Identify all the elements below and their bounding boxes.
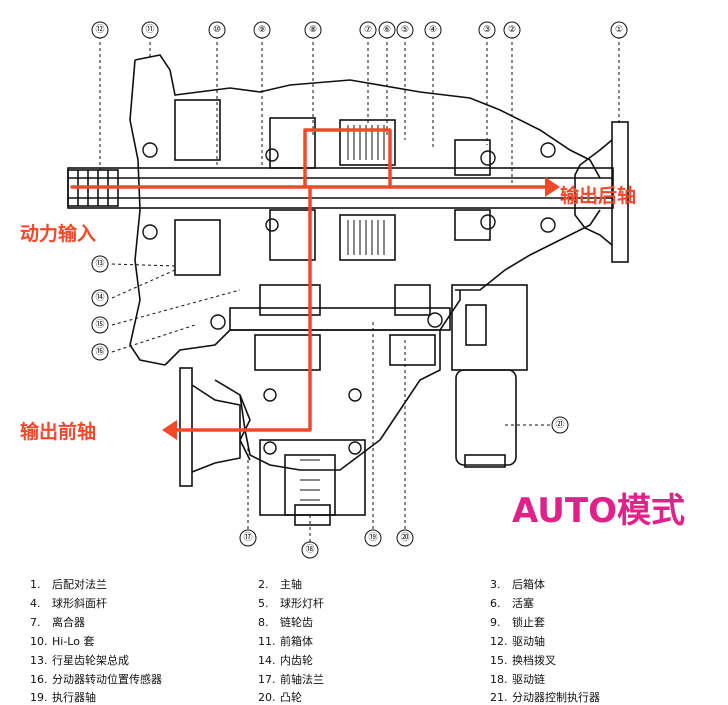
legend-item: 10.Hi-Lo 套 <box>30 635 95 648</box>
front-output-arrow <box>173 185 312 432</box>
legend-item: 21.分动器控制执行器 <box>490 691 600 704</box>
legend-item: 13.行星齿轮架总成 <box>30 654 129 667</box>
callout-17: ⑰ <box>239 529 257 547</box>
svg-text:⑥: ⑥ <box>383 25 391 35</box>
svg-text:⑩: ⑩ <box>213 25 221 35</box>
svg-text:⑭: ⑭ <box>95 292 104 303</box>
legend-item: 11.前箱体 <box>258 635 313 648</box>
callout-7: ⑦ <box>359 21 377 39</box>
svg-text:㉑: ㉑ <box>555 419 564 430</box>
parts-legend: 1.后配对法兰 2.主轴 3.后箱体 4.球形斜面杆 5.球形灯杆 6.活塞 7… <box>0 568 728 705</box>
callout-2: ② <box>503 21 521 39</box>
legend-item: 16.分动器转动位置传感器 <box>30 673 162 686</box>
callout-15: ⑮ <box>91 316 109 334</box>
svg-text:⑧: ⑧ <box>309 25 317 35</box>
callout-12: ⑫ <box>91 21 109 39</box>
svg-text:⑫: ⑫ <box>95 24 104 35</box>
rear-output-label: 输出后轴 <box>560 184 636 207</box>
callout-3: ③ <box>478 21 496 39</box>
svg-text:⑰: ⑰ <box>243 532 252 543</box>
clutch-path-arrow <box>303 128 392 189</box>
mode-label: AUTO模式 <box>512 491 685 531</box>
legend-item: 19.执行器轴 <box>30 691 96 704</box>
callout-5: ⑤ <box>396 21 414 39</box>
svg-text:⑨: ⑨ <box>258 25 266 35</box>
callout-1: ① <box>610 21 628 39</box>
front-arrowhead <box>162 420 177 440</box>
power-input-label: 动力输入 <box>20 222 96 245</box>
callout-20: ⑳ <box>396 529 414 547</box>
callout-8: ⑧ <box>304 21 322 39</box>
svg-text:⑲: ⑲ <box>368 532 377 543</box>
legend-item: 7.离合器 <box>30 616 85 629</box>
legend-item: 20.凸轮 <box>258 691 302 704</box>
legend-item: 1.后配对法兰 <box>30 578 107 591</box>
legend-item: 4.球形斜面杆 <box>30 597 107 610</box>
svg-text:⑪: ⑪ <box>145 24 154 35</box>
callout-6: ⑥ <box>378 21 396 39</box>
rear-arrowhead <box>545 177 560 197</box>
callout-14: ⑭ <box>91 289 109 307</box>
legend-item: 9.锁止套 <box>490 616 545 629</box>
svg-text:⑳: ⑳ <box>400 532 409 543</box>
callout-19: ⑲ <box>364 529 382 547</box>
legend-item: 12.驱动轴 <box>490 635 545 648</box>
callout-4: ④ <box>424 21 442 39</box>
callout-10: ⑩ <box>208 21 226 39</box>
legend-item: 8.链轮齿 <box>258 616 313 629</box>
legend-item: 5.球形灯杆 <box>258 597 324 610</box>
main-shaft <box>67 167 614 209</box>
front-output-label: 输出前轴 <box>20 420 96 443</box>
bearings <box>142 142 556 455</box>
legend-item: 2.主轴 <box>258 578 302 591</box>
svg-text:②: ② <box>508 25 516 35</box>
callout-16: ⑯ <box>91 343 109 361</box>
legend-item: 3.后箱体 <box>490 578 545 591</box>
callout-13: ⑬ <box>91 255 109 273</box>
legend-item: 18.驱动链 <box>490 673 545 686</box>
callout-11: ⑪ <box>141 21 159 39</box>
clutch-hatching <box>300 125 385 501</box>
legend-item: 15.换档拨叉 <box>490 654 556 667</box>
svg-text:⑯: ⑯ <box>95 346 104 357</box>
svg-text:⑮: ⑮ <box>95 319 104 330</box>
housing-outline <box>129 54 629 526</box>
callout-18: ⑱ <box>301 541 319 559</box>
callout-markers: ⑫ ⑪ ⑩ ⑨ ⑧ ⑦ ⑥ ⑤ ④ ③ ② ① ⑬ ⑭ ⑮ ⑯ ㉑ ⑰ ⑱ ⑲ … <box>91 21 628 559</box>
legend-item: 6.活塞 <box>490 597 534 610</box>
power-flow-arrows <box>70 128 560 440</box>
svg-text:⑤: ⑤ <box>401 25 409 35</box>
svg-text:①: ① <box>615 25 623 35</box>
svg-text:③: ③ <box>483 25 491 35</box>
legend-item: 14.内齿轮 <box>258 654 313 667</box>
legend-item: 17.前轴法兰 <box>258 673 324 686</box>
transfer-case-diagram: ⑫ ⑪ ⑩ ⑨ ⑧ ⑦ ⑥ ⑤ ④ ③ ② ① ⑬ ⑭ ⑮ ⑯ ㉑ ⑰ ⑱ ⑲ … <box>20 21 685 559</box>
callout-21: ㉑ <box>551 416 569 434</box>
svg-text:⑬: ⑬ <box>95 258 104 269</box>
reference-lines <box>99 36 620 548</box>
svg-text:⑱: ⑱ <box>305 544 314 555</box>
svg-text:④: ④ <box>429 25 437 35</box>
callout-9: ⑨ <box>253 21 271 39</box>
svg-text:⑦: ⑦ <box>364 25 372 35</box>
